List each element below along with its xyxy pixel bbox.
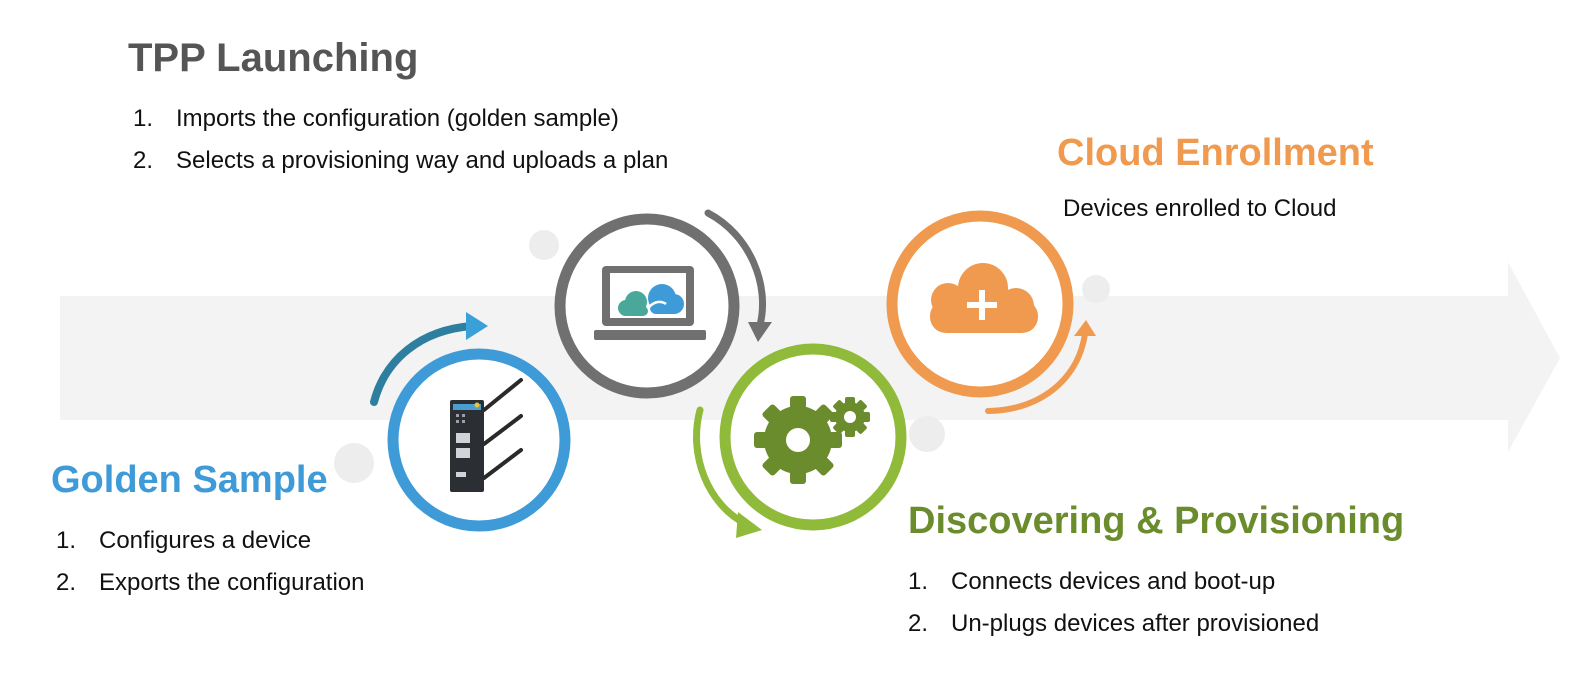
discovering-arrow-head bbox=[736, 512, 762, 538]
list-item: 1. Connects devices and boot-up bbox=[908, 561, 1319, 603]
cloud-plus-icon bbox=[930, 263, 1038, 333]
step-text: Un-plugs devices after provisioned bbox=[951, 610, 1320, 637]
industrial-router-icon bbox=[450, 378, 523, 492]
decor-dot bbox=[1082, 275, 1110, 303]
cloud-arrow-head bbox=[1074, 320, 1096, 336]
golden-arc-arrow bbox=[370, 322, 476, 406]
tpp-launching-steps: 1. Imports the configuration (golden samp… bbox=[133, 98, 668, 182]
cloud-enrollment-title: Cloud Enrollment bbox=[1057, 132, 1374, 174]
step-number: 2. bbox=[56, 569, 77, 596]
list-item: 2. Selects a provisioning way and uploads… bbox=[133, 140, 668, 182]
golden-sample-title: Golden Sample bbox=[51, 459, 328, 501]
step-number: 2. bbox=[133, 147, 154, 174]
cloud-enrollment-description: Devices enrolled to Cloud bbox=[1063, 195, 1337, 222]
step-text: Connects devices and boot-up bbox=[951, 568, 1276, 595]
step-number: 2. bbox=[908, 610, 929, 637]
gears-icon bbox=[754, 396, 870, 484]
tpp-launching-title: TPP Launching bbox=[128, 36, 419, 80]
step-number: 1. bbox=[56, 527, 77, 554]
step-text: Configures a device bbox=[99, 527, 312, 554]
golden-sample-steps: 1. Configures a device 2. Exports the conf… bbox=[56, 520, 365, 604]
step-text: Exports the configuration bbox=[99, 569, 365, 596]
discovering-provisioning-title: Discovering & Provisioning bbox=[908, 500, 1405, 542]
list-item: 2. Exports the configuration bbox=[56, 562, 365, 604]
discovering-arc-arrow bbox=[693, 406, 750, 528]
list-item: 1. Imports the configuration (golden samp… bbox=[133, 98, 668, 140]
golden-arrow-head bbox=[466, 312, 488, 340]
decor-dot bbox=[909, 416, 945, 452]
step-text: Imports the configuration (golden sample… bbox=[176, 105, 619, 132]
cloud-arc-arrow bbox=[985, 331, 1088, 414]
step-number: 1. bbox=[908, 568, 929, 595]
tpp-arrow-head bbox=[748, 322, 772, 342]
decor-dot bbox=[529, 230, 559, 260]
step-number: 1. bbox=[133, 105, 154, 132]
decor-dot bbox=[334, 443, 374, 483]
tpp-arc-arrow bbox=[704, 209, 767, 329]
discovering-provisioning-steps: 1. Connects devices and boot-up 2. Un-plug… bbox=[908, 561, 1319, 645]
list-item: 1. Configures a device bbox=[56, 520, 365, 562]
step-text: Selects a provisioning way and uploads a… bbox=[176, 147, 669, 174]
laptop-cloud-icon bbox=[594, 266, 706, 340]
list-item: 2. Un-plugs devices after provisioned bbox=[908, 603, 1319, 645]
